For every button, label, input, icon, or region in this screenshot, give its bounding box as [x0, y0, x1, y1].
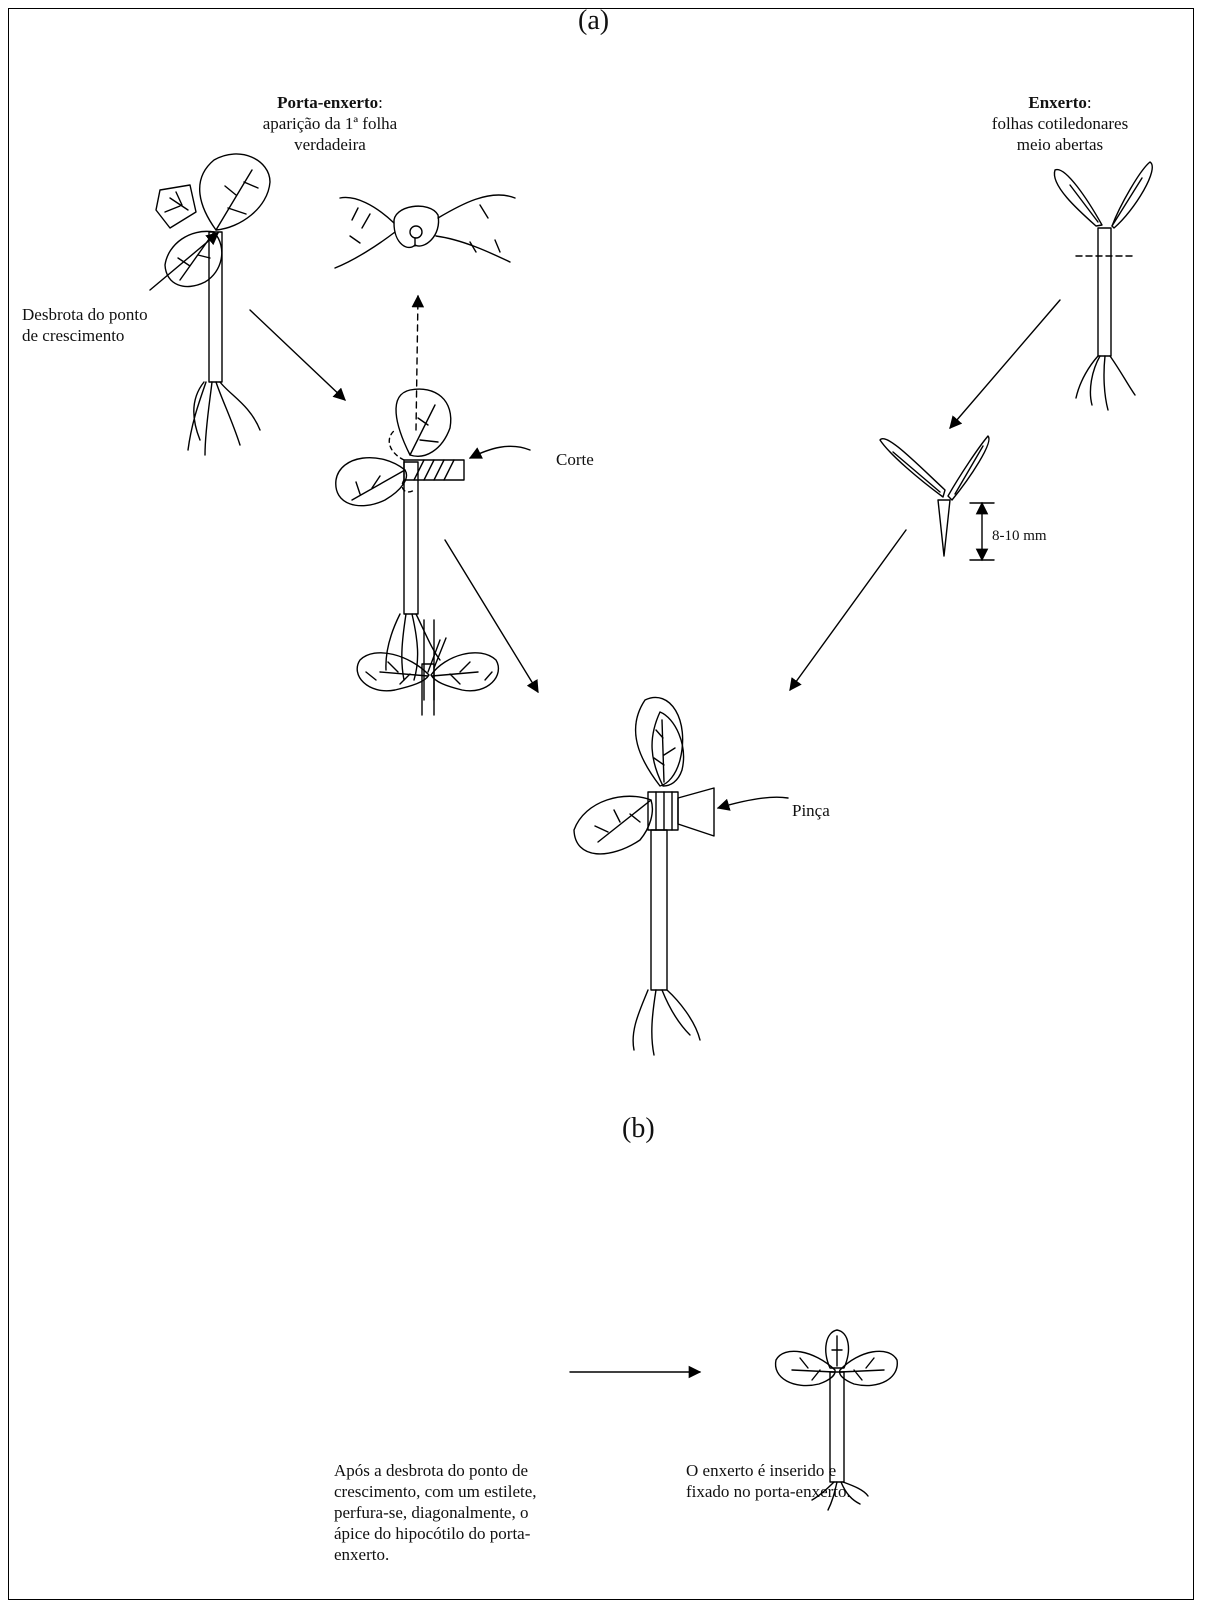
scion-cut-piece: [790, 436, 994, 690]
arrow-step2: [445, 540, 538, 692]
panel-b-after: [776, 1330, 898, 1510]
growing-point-detail: [335, 195, 515, 430]
prepared-rootstock: [336, 389, 530, 680]
rootstock-seedling: [150, 154, 270, 455]
panel-b-before: [357, 620, 498, 715]
scion-seedling: [950, 162, 1152, 428]
grafted-plant: [574, 697, 788, 1055]
arrow-step1: [250, 310, 345, 400]
